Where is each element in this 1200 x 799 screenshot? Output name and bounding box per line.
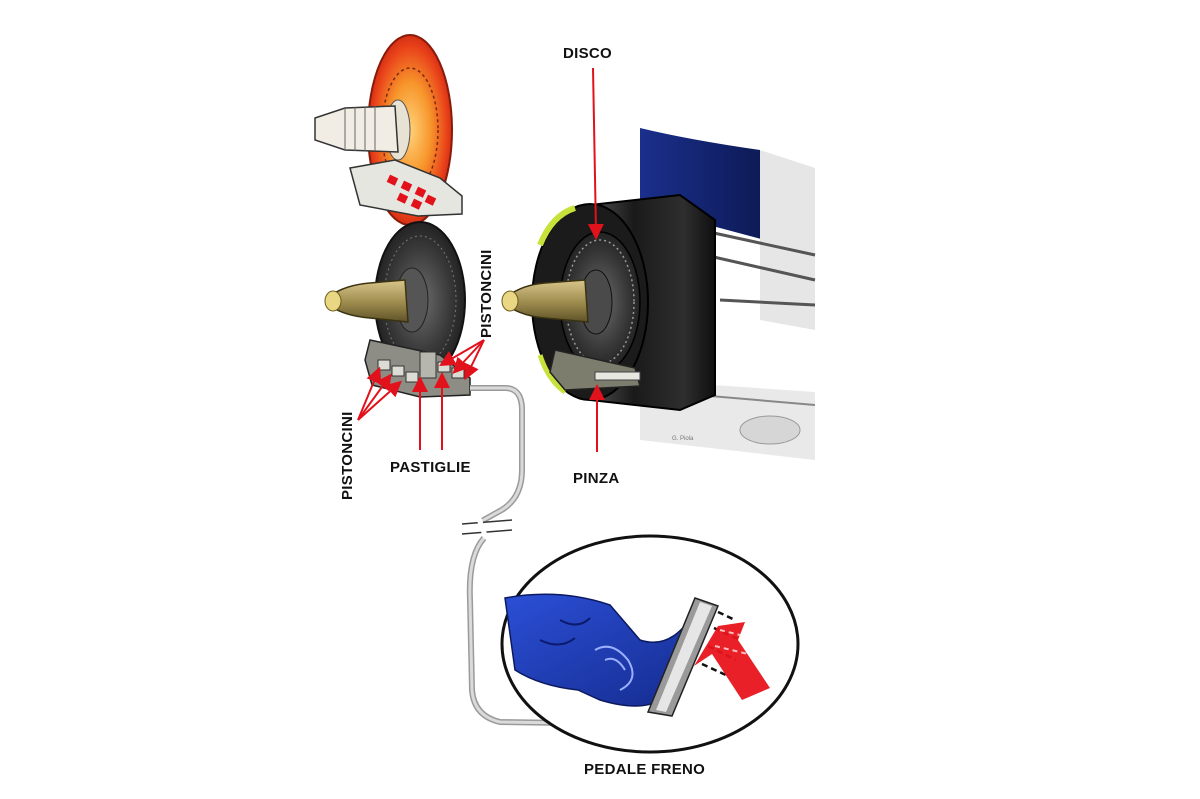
label-pistoncini-left: PISTONCINI — [339, 411, 356, 500]
pointer-lines — [357, 67, 605, 452]
pointer-disco — [587, 67, 604, 240]
label-pinza: PINZA — [573, 470, 620, 487]
label-pedale-freno: PEDALE FRENO — [584, 761, 705, 778]
pointer-pistoncini-left-3 — [357, 380, 402, 421]
pedal-inset — [500, 534, 800, 754]
label-pastiglie: PASTIGLIE — [390, 459, 471, 476]
pointer-pistoncini-left-1 — [357, 373, 392, 421]
label-disco: DISCO — [563, 45, 612, 62]
pointer-pistoncini-top-2 — [439, 339, 485, 367]
brake-line — [461, 385, 641, 727]
pointer-pistoncini-left-2 — [357, 366, 382, 421]
label-pistoncini-top: PISTONCINI — [478, 249, 495, 338]
car-corner-assembly: G. Piola — [501, 128, 816, 460]
cutaway-disc-assembly — [324, 221, 471, 398]
illustrator-credit: G. Piola — [672, 436, 694, 442]
pointer-pistoncini-top-3 — [464, 339, 485, 381]
pointer-pistoncini-top-1 — [452, 339, 485, 374]
hot-disc-assembly — [314, 34, 463, 226]
